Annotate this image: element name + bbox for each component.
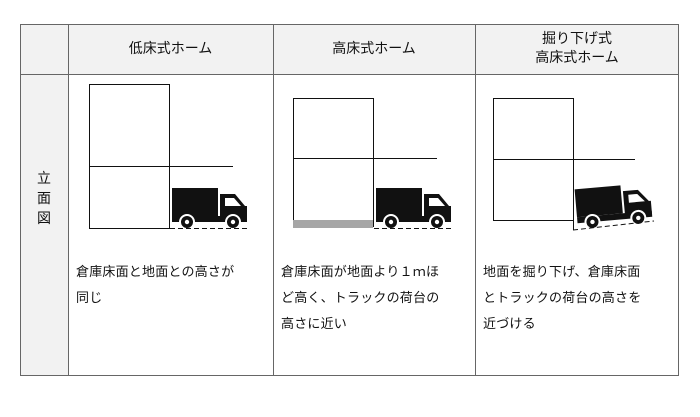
table-border-top [20, 24, 679, 25]
description-line: 倉庫床面が地面より１ｍほ [281, 265, 440, 280]
truck-icon [375, 187, 452, 230]
truck-icon [573, 181, 654, 232]
diagram-high-floor [293, 98, 454, 230]
description-excavated-floor: 地面を掘り下げ、倉庫床面 とトラックの荷台の高さを 近づける [483, 260, 677, 338]
row-label-elevation: 立 面 図 [32, 169, 56, 229]
row-label-char: 立 [37, 171, 51, 187]
truck-icon [171, 187, 248, 230]
header-excavated-floor: 掘り下げ式 高床式ホーム [475, 24, 679, 74]
elevation-diagrams [89, 84, 655, 232]
description-line: とトラックの荷台の高さを [483, 291, 642, 306]
table-border-left [20, 24, 21, 376]
description-line: 近づける [483, 317, 536, 332]
header-high-floor-label: 高床式ホーム [332, 40, 416, 57]
header-excavated-line2: 高床式ホーム [535, 50, 619, 66]
table-col-divider [273, 24, 274, 376]
row-label-cell [20, 74, 68, 376]
diagram-excavated-floor [493, 98, 655, 232]
header-corner-cell [20, 24, 68, 74]
table-border-header [20, 74, 679, 75]
description-line: 地面を掘り下げ、倉庫床面 [483, 265, 641, 280]
table-border-bottom [20, 375, 679, 376]
header-low-floor-label: 低床式ホーム [128, 40, 213, 57]
description-line: 倉庫床面と地面との高さが [76, 265, 235, 280]
description-line: 高さに近い [281, 317, 348, 332]
comparison-table: 低床式ホーム 高床式ホーム 掘り下げ式 高床式ホーム 立 面 図 [20, 24, 679, 376]
row-label-char: 図 [37, 211, 51, 227]
row-label-char: 面 [37, 191, 51, 207]
header-excavated-line1: 掘り下げ式 [542, 31, 612, 47]
description-line: ど高く、トラックの荷台の [281, 291, 440, 306]
diagram-low-floor [89, 84, 249, 230]
description-low-floor: 倉庫床面と地面との高さが 同じ [76, 260, 268, 312]
description-high-floor: 倉庫床面が地面より１ｍほ ど高く、トラックの荷台の 高さに近い [281, 260, 473, 338]
table-border-right [678, 24, 679, 376]
header-low-floor: 低床式ホーム [68, 24, 273, 74]
table-col-divider [68, 24, 69, 376]
description-line: 同じ [76, 291, 103, 306]
header-high-floor: 高床式ホーム [273, 24, 475, 74]
raised-floor-block [293, 220, 373, 228]
table-col-divider [475, 24, 476, 376]
